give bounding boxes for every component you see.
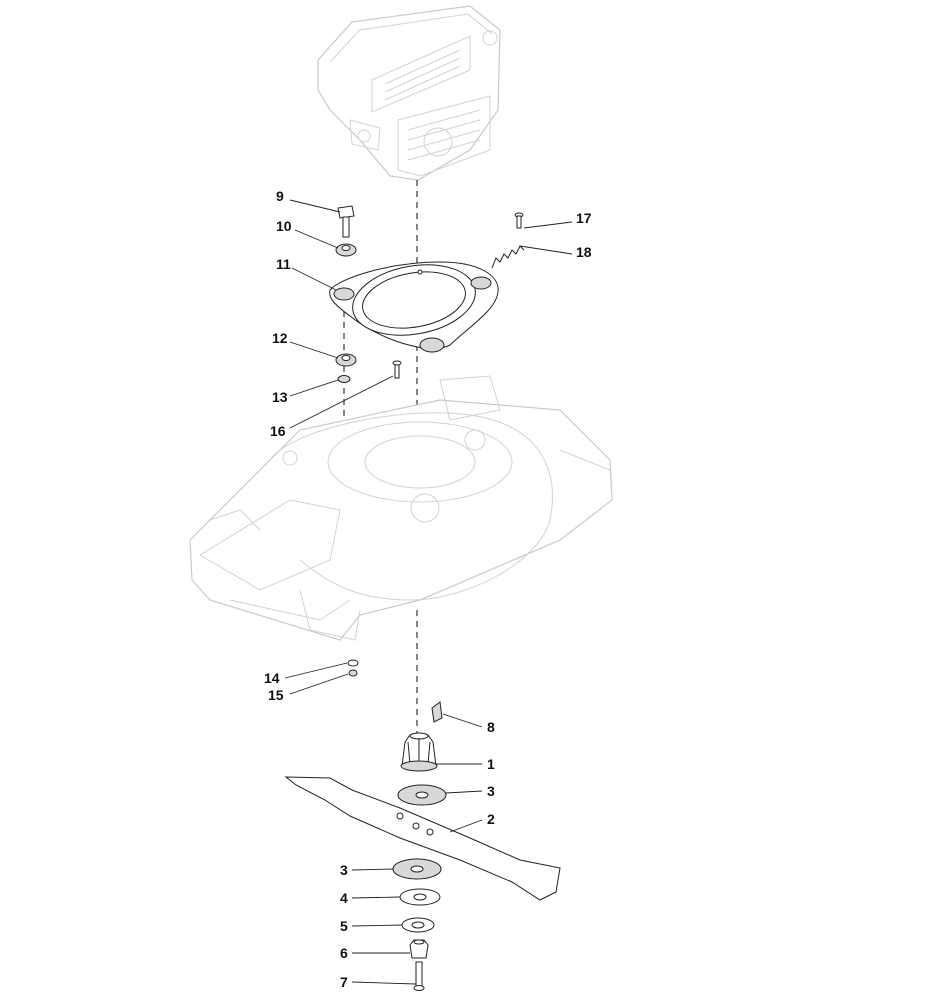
callout-12: 12 xyxy=(272,330,288,346)
part-9-bolt xyxy=(337,205,355,238)
part-18-spring xyxy=(491,245,525,269)
callout-3-lower: 3 xyxy=(340,862,348,878)
callout-6: 6 xyxy=(340,945,348,961)
callout-4: 4 xyxy=(340,890,348,906)
callout-3-upper: 3 xyxy=(487,783,495,799)
callout-14: 14 xyxy=(264,670,280,686)
callout-2: 2 xyxy=(487,811,495,827)
callout-17: 17 xyxy=(576,210,592,226)
part-13-washer xyxy=(337,375,351,383)
callout-7: 7 xyxy=(340,974,348,990)
part-7-bolt xyxy=(413,961,425,991)
callout-16: 16 xyxy=(270,423,286,439)
callout-1: 1 xyxy=(487,756,495,772)
engine-ghost xyxy=(317,5,501,181)
part-15-nut xyxy=(348,669,358,677)
part-14-washer xyxy=(347,659,359,667)
callout-15: 15 xyxy=(268,687,284,703)
mower-deck-ghost xyxy=(189,375,613,641)
part-1-blade-adapter xyxy=(400,732,438,772)
part-2-blade xyxy=(284,776,561,901)
callout-9: 9 xyxy=(276,188,284,204)
callout-13: 13 xyxy=(272,389,288,405)
part-12-nut xyxy=(335,353,357,367)
leader-lines xyxy=(284,199,573,985)
callout-11: 11 xyxy=(276,256,291,272)
part-6-bushing xyxy=(409,939,429,959)
callout-18: 18 xyxy=(576,244,592,260)
callout-8: 8 xyxy=(487,719,495,735)
part-11-engine-flange xyxy=(329,261,499,353)
part-17-screw xyxy=(514,212,524,229)
part-16-screw xyxy=(392,360,402,379)
callout-10: 10 xyxy=(276,218,292,234)
callout-5: 5 xyxy=(340,918,348,934)
part-10-spacer xyxy=(335,243,357,257)
part-8-key xyxy=(431,701,443,723)
